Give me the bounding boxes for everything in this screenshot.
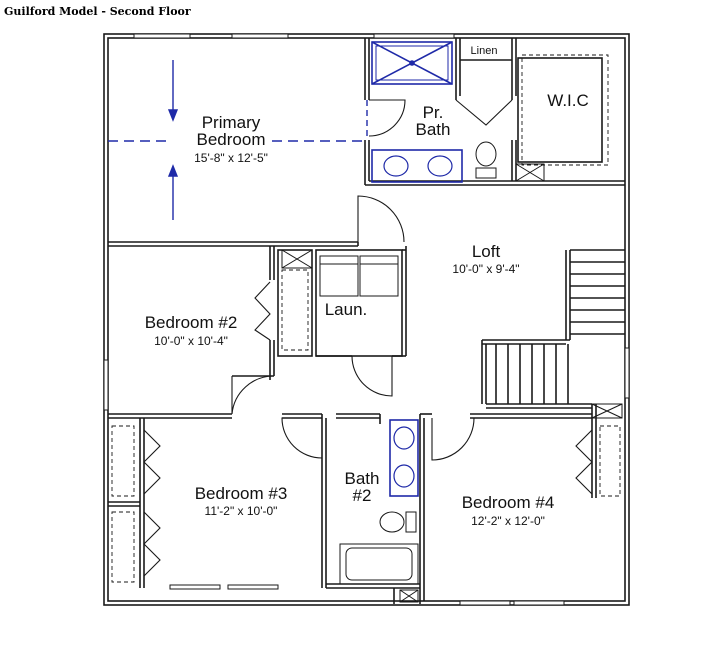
bath2-name-line2: #2: [353, 486, 372, 505]
hvac-chases: [281, 163, 623, 603]
room-labels: Primary Bedroom 15'-8" x 12'-5" Pr. Bath…: [145, 45, 589, 528]
laundry-label: Laun.: [325, 300, 368, 319]
primary-bedroom-name-line2: Bedroom: [197, 130, 266, 149]
bathtub: [339, 543, 419, 585]
bedroom4-dims: 12'-2" x 12'-0": [471, 514, 545, 528]
pr-bath-name-line1: Pr.: [423, 103, 444, 122]
doors: [231, 99, 513, 461]
loft-dims: 10'-0" x 9'-4": [452, 262, 519, 276]
bedroom3-name: Bedroom #3: [195, 484, 288, 503]
loft-name: Loft: [472, 242, 501, 261]
ceiling-dimension-lines: [108, 60, 368, 220]
pr-bath-name-line2: Bath: [416, 120, 451, 139]
stairs: [481, 249, 625, 409]
linen-label: Linen: [471, 45, 498, 57]
bath2-name-line1: Bath: [345, 469, 380, 488]
wic-label: W.I.C: [547, 91, 589, 110]
bedroom2-dims: 10'-0" x 10'-4": [154, 334, 228, 348]
primary-bedroom-name-line1: Primary: [202, 113, 261, 132]
windows: [103, 33, 630, 606]
primary-shower: [371, 41, 453, 85]
bedroom2-name: Bedroom #2: [145, 313, 238, 332]
bedroom4-name: Bedroom #4: [462, 493, 555, 512]
bath2-vanity: [389, 419, 419, 497]
bedroom3-dims: 11'-2" x 10'-0": [205, 504, 278, 518]
primary-bedroom-dims: 15'-8" x 12'-5": [194, 151, 268, 165]
exterior-walls: [103, 33, 630, 606]
washer-dryer: [319, 255, 399, 297]
plan-title: Guilford Model - Second Floor: [4, 5, 191, 18]
primary-vanity: [371, 149, 463, 183]
closet-doors: [143, 281, 593, 577]
toilets: [379, 141, 497, 533]
